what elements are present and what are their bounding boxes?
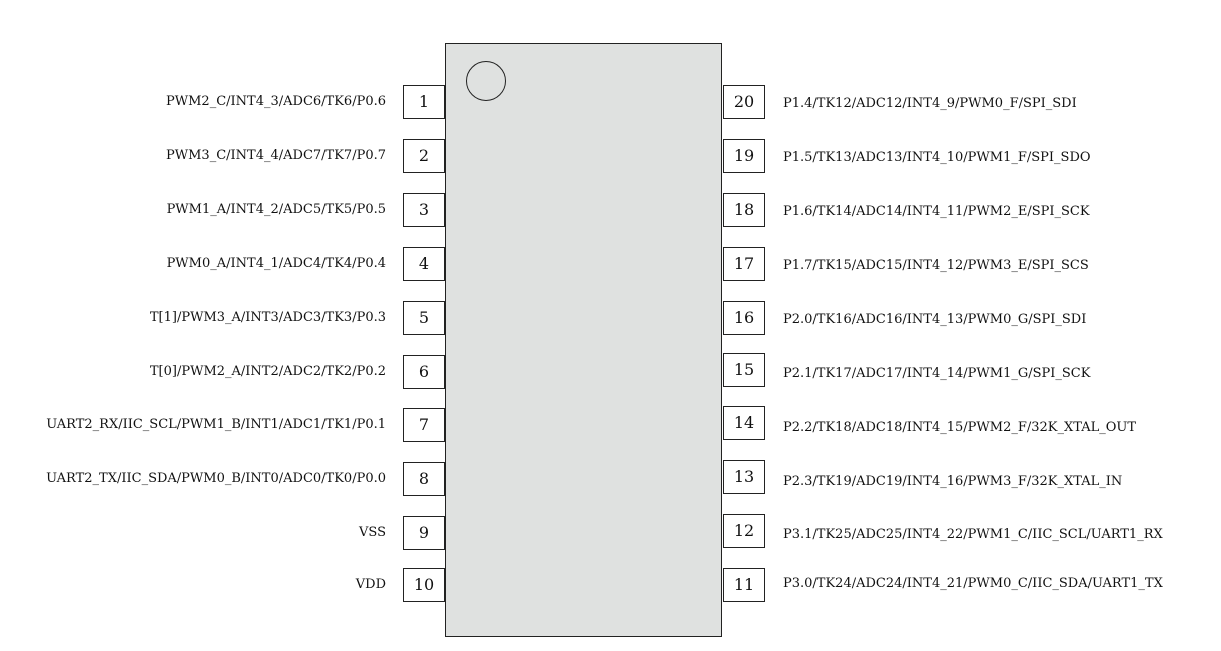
- pin-20-box: 20: [723, 85, 765, 119]
- pin-5-label: T[1]/PWM3_A/INT3/ADC3/TK3/P0.3: [149, 310, 386, 325]
- pin-19-box: 19: [723, 139, 765, 173]
- pin-12-box: 12: [723, 514, 765, 548]
- pin-12-label: P3.1/TK25/ADC25/INT4_22/PWM1_C/IIC_SCL/U…: [783, 527, 1163, 542]
- pin-14-box: 14: [723, 406, 765, 440]
- pin-6-box: 6: [403, 355, 445, 389]
- pin-4-box: 4: [403, 247, 445, 281]
- pin-14-label: P2.2/TK18/ADC18/INT4_15/PWM2_F/32K_XTAL_…: [783, 420, 1137, 435]
- pin-1-label: PWM2_C/INT4_3/ADC6/TK6/P0.6: [166, 94, 386, 109]
- pin-3-box: 3: [403, 193, 445, 227]
- pin-9-label: VSS: [359, 525, 386, 540]
- pin-4-label: PWM0_A/INT4_1/ADC4/TK4/P0.4: [166, 256, 386, 271]
- pin-17-label: P1.7/TK15/ADC15/INT4_12/PWM3_E/SPI_SCS: [783, 258, 1089, 273]
- pin1-notch-circle: [466, 61, 506, 101]
- pin-10-box: 10: [403, 568, 445, 602]
- pin-13-label: P2.3/TK19/ADC19/INT4_16/PWM3_F/32K_XTAL_…: [783, 474, 1123, 489]
- pin-8-box: 8: [403, 462, 445, 496]
- pin-15-label: P2.1/TK17/ADC17/INT4_14/PWM1_G/SPI_SCK: [783, 366, 1091, 381]
- pin-17-box: 17: [723, 247, 765, 281]
- pin-11-label: P3.0/TK24/ADC24/INT4_21/PWM0_C/IIC_SDA/U…: [783, 576, 1163, 591]
- pin-2-label: PWM3_C/INT4_4/ADC7/TK7/P0.7: [166, 148, 386, 163]
- pin-11-box: 11: [723, 568, 765, 602]
- pin-16-box: 16: [723, 301, 765, 335]
- pin-3-label: PWM1_A/INT4_2/ADC5/TK5/P0.5: [166, 202, 386, 217]
- pin-7-label: UART2_RX/IIC_SCL/PWM1_B/INT1/ADC1/TK1/P0…: [46, 417, 386, 432]
- pin-16-label: P2.0/TK16/ADC16/INT4_13/PWM0_G/SPI_SDI: [783, 312, 1087, 327]
- pin-9-box: 9: [403, 516, 445, 550]
- pin-2-box: 2: [403, 139, 445, 173]
- pin-8-label: UART2_TX/IIC_SDA/PWM0_B/INT0/ADC0/TK0/P0…: [46, 471, 386, 486]
- pin-13-box: 13: [723, 460, 765, 494]
- pin-6-label: T[0]/PWM2_A/INT2/ADC2/TK2/P0.2: [149, 364, 386, 379]
- pin-18-label: P1.6/TK14/ADC14/INT4_11/PWM2_E/SPI_SCK: [783, 204, 1090, 219]
- pin-7-box: 7: [403, 408, 445, 442]
- pin-20-label: P1.4/TK12/ADC12/INT4_9/PWM0_F/SPI_SDI: [783, 96, 1077, 111]
- pin-10-label: VDD: [355, 577, 386, 592]
- chip-body: [445, 43, 722, 637]
- pin-18-box: 18: [723, 193, 765, 227]
- pin-1-box: 1: [403, 85, 445, 119]
- pin-5-box: 5: [403, 301, 445, 335]
- pin-15-box: 15: [723, 353, 765, 387]
- pin-19-label: P1.5/TK13/ADC13/INT4_10/PWM1_F/SPI_SDO: [783, 150, 1091, 165]
